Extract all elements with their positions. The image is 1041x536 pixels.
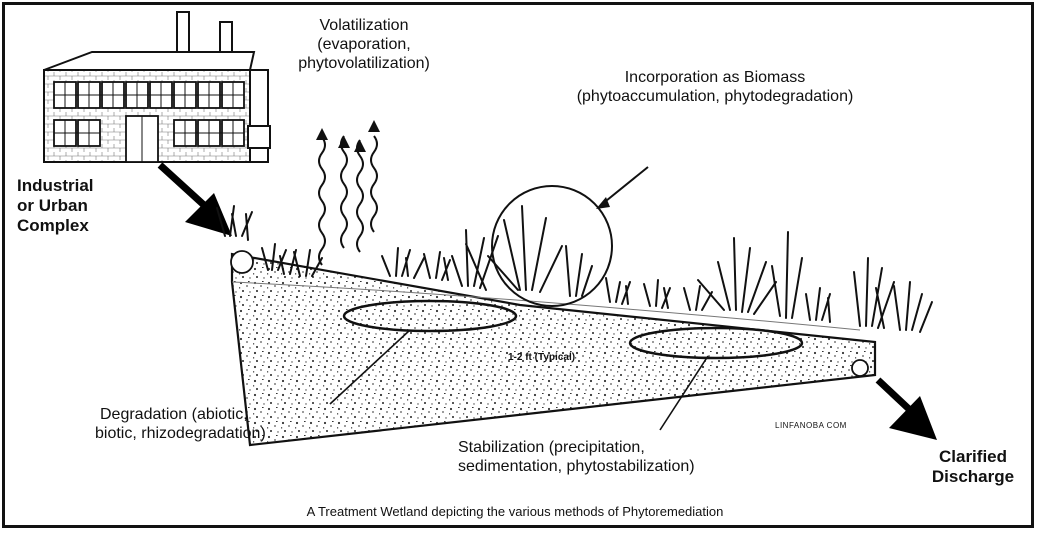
source-line-1: Industrial: [17, 176, 94, 196]
outflow-arrow: [878, 380, 937, 440]
source-line-3: Complex: [17, 216, 94, 236]
degradation-line-2: biotic, rhizodegradation): [95, 424, 266, 443]
depth-label: 1-2 ft (Typical): [508, 348, 575, 367]
discharge-line-2: Discharge: [918, 467, 1028, 487]
incorporation-detail: (phytoaccumulation, phytodegradation): [507, 87, 923, 106]
discharge-line-1: Clarified: [918, 447, 1028, 467]
incorporation-label: Incorporation as Biomass (phytoaccumulat…: [507, 68, 923, 106]
biomass-pointer-line: [601, 167, 648, 205]
figure-caption: A Treatment Wetland depicting the variou…: [180, 502, 850, 521]
volatilization-title: Volatilization: [296, 16, 432, 35]
stabilization-line-1: Stabilization (precipitation,: [458, 438, 695, 457]
degradation-label: Degradation (abiotic, biotic, rhizodegra…: [95, 405, 266, 443]
stabilization-line-2: sedimentation, phytostabilization): [458, 457, 695, 476]
incorporation-title: Incorporation as Biomass: [507, 68, 923, 87]
discharge-label: Clarified Discharge: [918, 447, 1028, 487]
volatilization-arrows: [319, 136, 377, 265]
watermark-text: LINFANOBA COM: [775, 416, 847, 435]
volatilization-label: Volatilization (evaporation, phytovolati…: [296, 16, 432, 73]
degradation-line-1: Degradation (abiotic,: [95, 405, 266, 424]
volatilization-detail: (evaporation,: [296, 35, 432, 54]
stabilization-label: Stabilization (precipitation, sedimentat…: [458, 438, 695, 476]
source-label: Industrial or Urban Complex: [17, 176, 94, 236]
volatilization-detail-2: phytovolatilization): [296, 54, 432, 73]
factory-building: [44, 12, 270, 162]
source-line-2: or Urban: [17, 196, 94, 216]
